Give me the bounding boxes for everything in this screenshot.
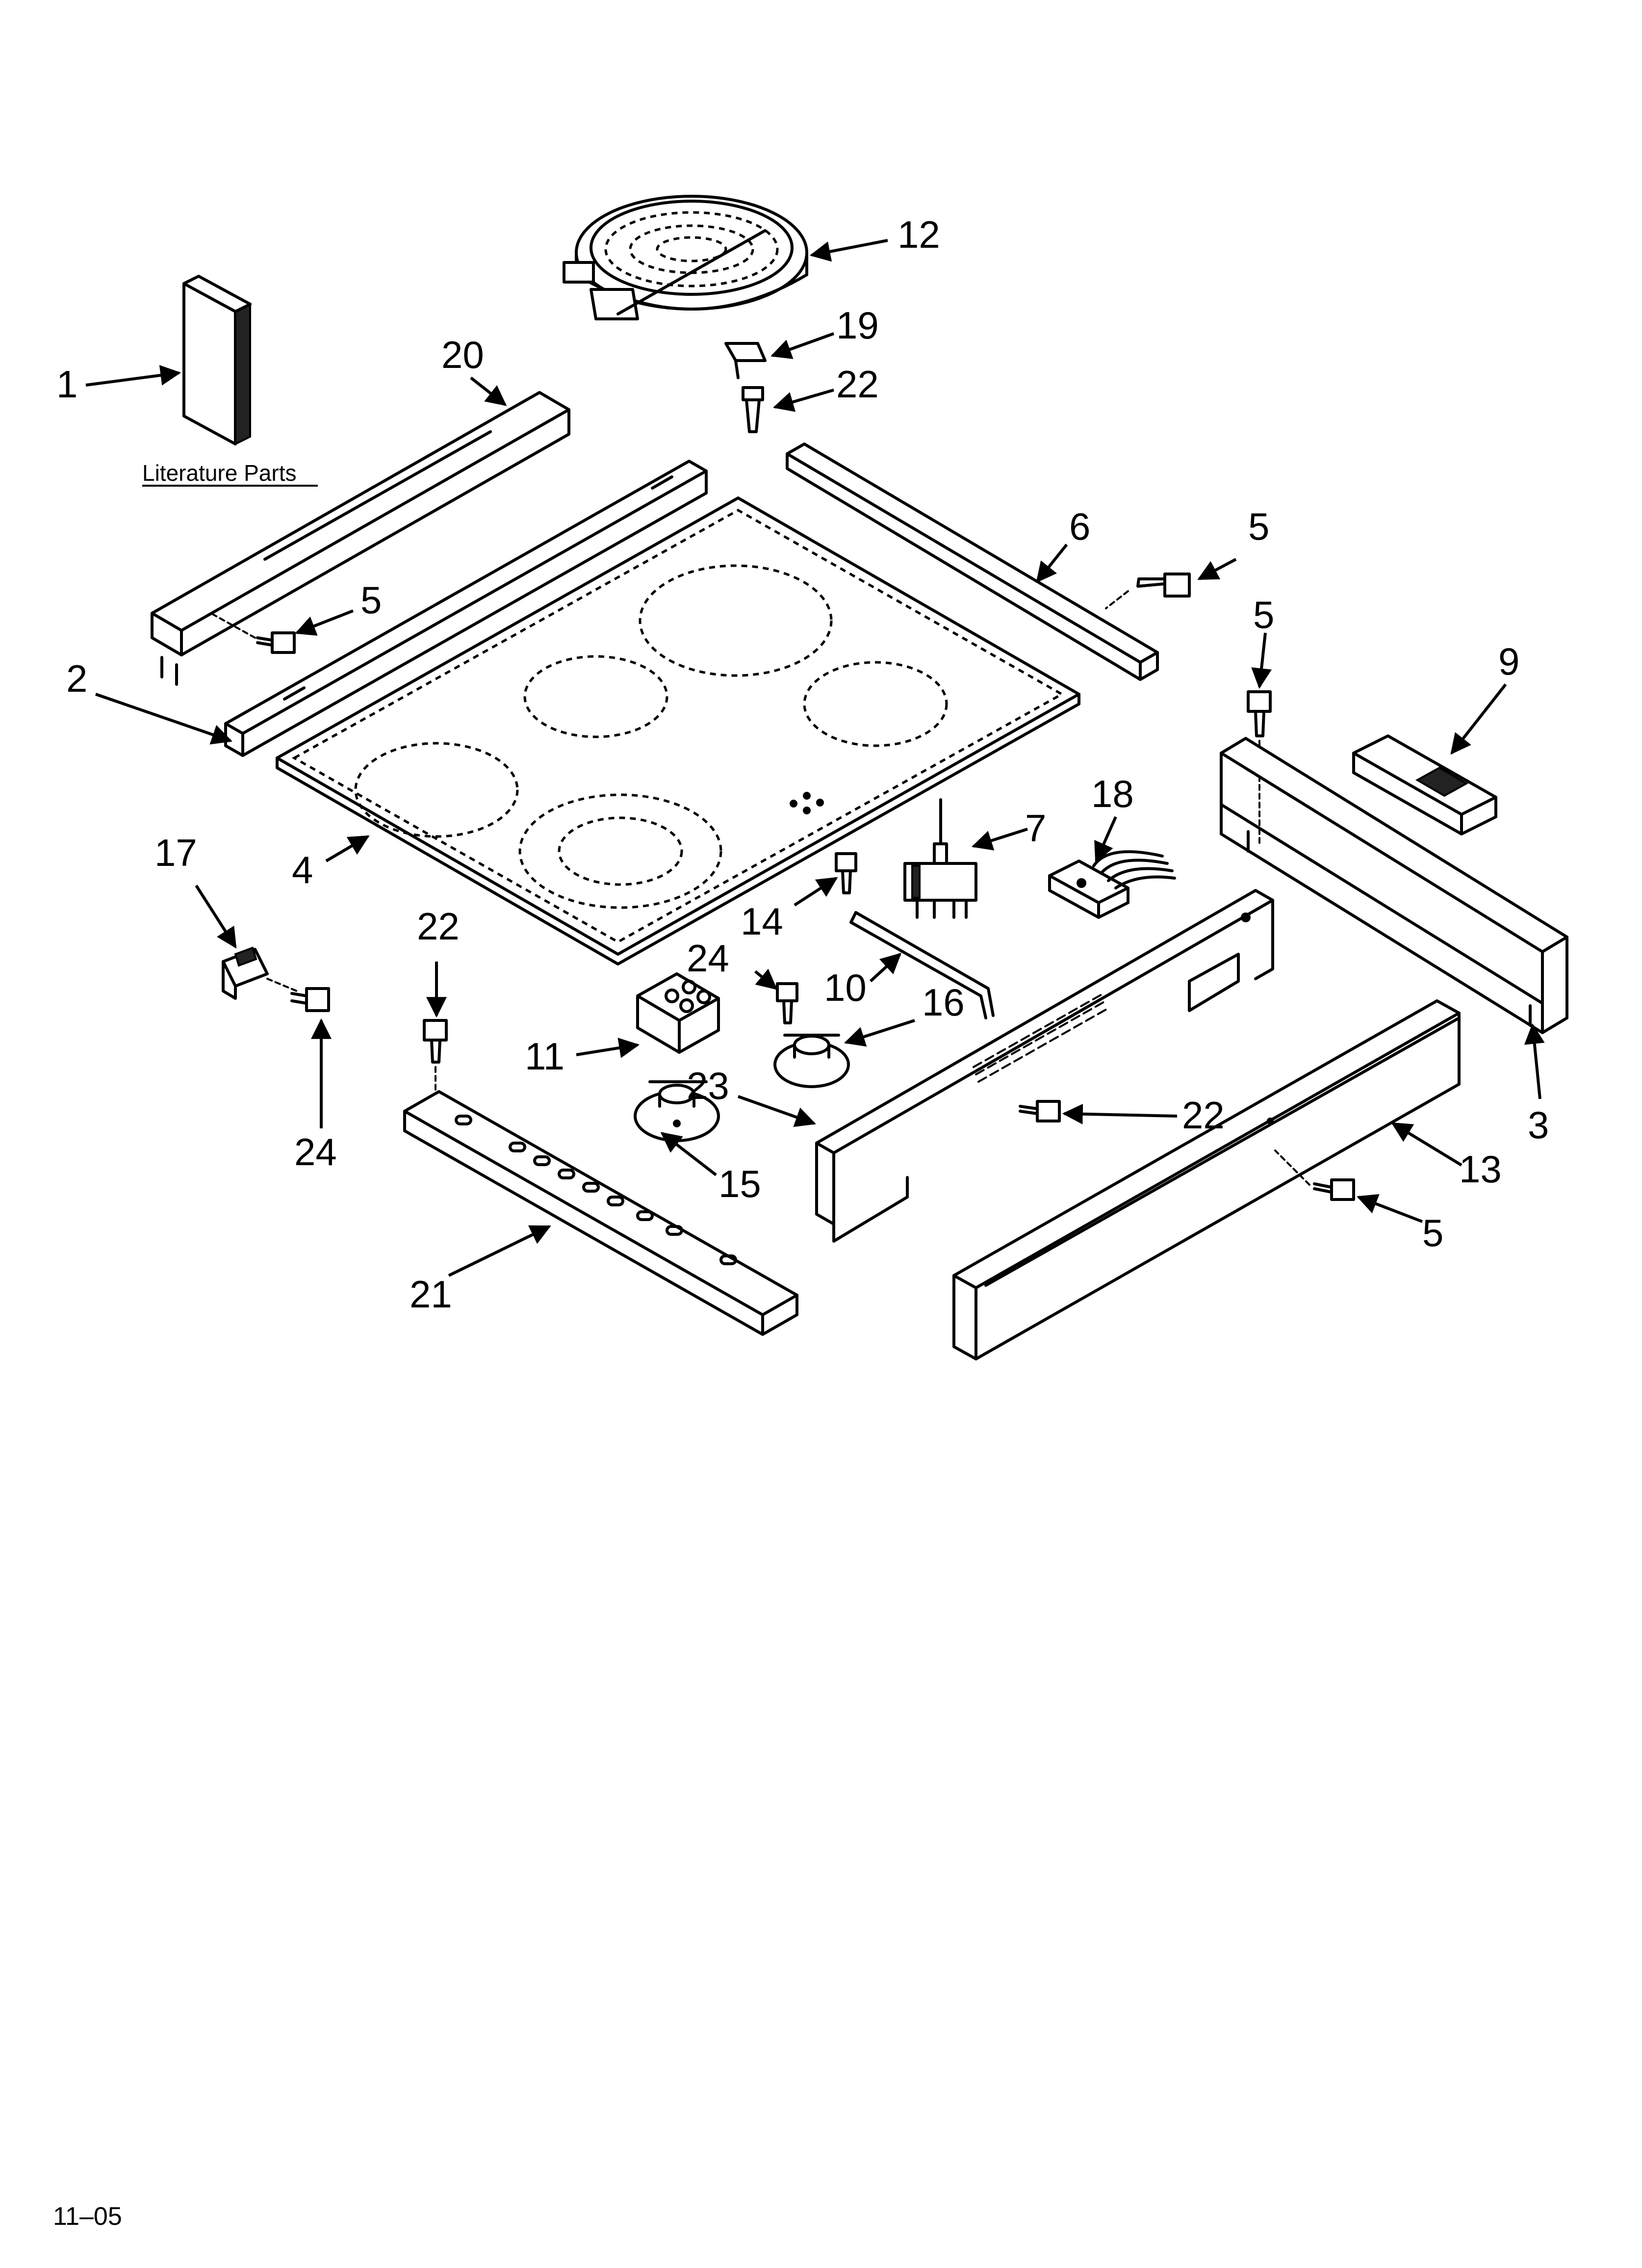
callout-5: 5 (1253, 593, 1274, 636)
callout-20: 20 (441, 333, 484, 376)
callout-14: 14 (741, 900, 783, 943)
plate-bracket-part (636, 972, 720, 1054)
terminal-block-part (1048, 850, 1176, 919)
burner-ring-front-left (354, 742, 519, 838)
side-trim-part (786, 443, 1159, 681)
control-panel-rail-part (815, 889, 1274, 1243)
literature-booklet-part (182, 275, 252, 446)
radiant-element-part (563, 195, 808, 320)
screw-part (1274, 1149, 1355, 1201)
thermostat-part-lower (634, 1080, 720, 1142)
screw-part (776, 982, 798, 1024)
bracket-part (1352, 734, 1497, 835)
callout-5: 5 (1422, 1211, 1443, 1254)
callout-11: 11 (525, 1035, 564, 1078)
screw-part (290, 987, 330, 1012)
screw-part (835, 852, 857, 894)
burner-ring-center (523, 655, 668, 738)
screw-part (423, 1019, 448, 1095)
callout-6: 6 (1069, 505, 1090, 548)
burner-ring-rear (639, 564, 833, 677)
revision-code: 11–05 (53, 2202, 122, 2231)
callout-23: 23 (687, 1064, 729, 1107)
clip-part (724, 342, 767, 379)
thermostat-part-upper (773, 1034, 850, 1088)
screw-part (210, 612, 296, 654)
callout-19: 19 (836, 304, 879, 347)
callout-18: 18 (1091, 772, 1134, 815)
callout-10: 10 (824, 966, 867, 1009)
callout-1: 1 (56, 363, 77, 406)
callout-5: 5 (1248, 505, 1269, 548)
callout-5: 5 (360, 578, 382, 622)
callout-2: 2 (66, 657, 87, 700)
cooktop-glass-part (276, 496, 1080, 965)
callout-7: 7 (1025, 807, 1046, 850)
screw-part (742, 386, 764, 433)
screw-part (1105, 573, 1191, 609)
rear-rail-part (151, 391, 570, 686)
lower-trim-part (952, 999, 1461, 1360)
literature-parts-label: Literature Parts (142, 460, 296, 486)
callout-17: 17 (154, 831, 197, 874)
callout-9: 9 (1498, 640, 1519, 683)
hot-surface-indicator-dots (790, 792, 824, 814)
callout-21: 21 (410, 1273, 452, 1316)
callout-3: 3 (1528, 1103, 1549, 1147)
callout-16: 16 (922, 981, 965, 1024)
callout-24: 24 (687, 937, 729, 980)
side-rail-part (1220, 737, 1568, 1034)
callout-24: 24 (294, 1130, 337, 1173)
wire-bracket-part (849, 911, 995, 1019)
callout-22: 22 (836, 363, 879, 406)
callout-15: 15 (718, 1162, 761, 1205)
rocker-switch-part (222, 946, 298, 1000)
callout-labels: 1 12 19 22 20 5 2 6 5 5 9 4 7 18 14 10 1… (56, 213, 1549, 1316)
leader-lines (85, 239, 1545, 1277)
burner-ring-right (803, 661, 948, 747)
callout-22: 22 (417, 905, 460, 948)
callout-13: 13 (1459, 1147, 1502, 1191)
callout-12: 12 (898, 213, 940, 256)
switch-part (903, 798, 977, 919)
literature-caption: Literature Parts (142, 460, 318, 487)
screw-part (1019, 1100, 1061, 1122)
burner-ring-front-right (518, 793, 722, 909)
front-rail-part (224, 460, 708, 757)
callout-22: 22 (1182, 1094, 1225, 1137)
callout-4: 4 (292, 848, 313, 891)
front-panel-part (403, 1090, 798, 1336)
